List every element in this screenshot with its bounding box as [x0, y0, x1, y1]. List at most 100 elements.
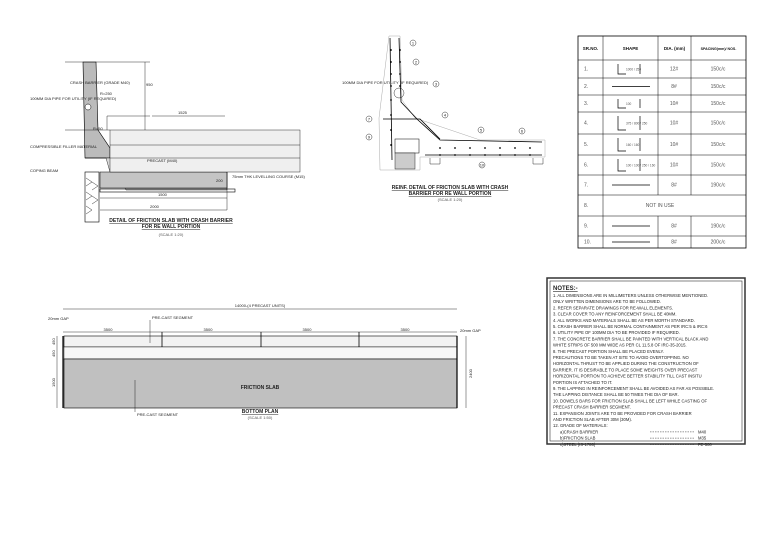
- dim-1500: 1500: [158, 192, 168, 197]
- bar-mark: 1: [412, 41, 415, 46]
- table-header: DIA. (mm): [664, 46, 686, 51]
- bottom-plan-scale: (SCALE 1:50): [248, 415, 273, 420]
- dia: 10#: [670, 101, 679, 107]
- note-line: 12. GRADE OF MATERIALS:: [553, 423, 608, 428]
- dim-left: 1500: [51, 377, 56, 387]
- utility-label: 100MM DIA PIPE FOR UTILITY (IF REQUIRED): [30, 96, 117, 101]
- bar-mark: 2: [415, 60, 418, 65]
- precast-label-bottom: PRE-CAST SEGMENT: [137, 412, 179, 417]
- bar-mark: 10: [480, 163, 485, 168]
- spacing: 200c/c: [711, 240, 726, 246]
- grade-value: M40: [698, 429, 707, 434]
- sr-no: 2.: [584, 84, 588, 90]
- grade-value: M35: [698, 436, 707, 441]
- utility-label: 100MM DIA PIPE FOR UTILITY (IF REQUIRED): [342, 80, 429, 85]
- bar-shape-icon: 100 / 100 / 250 / 160: [617, 159, 655, 172]
- dim-left: 450: [51, 338, 56, 345]
- bar-mark: 7: [368, 117, 371, 122]
- bottom-plan: 14000-(4 PRECAST UNITS) 3500 3500 3500 3…: [48, 303, 481, 420]
- note-line: PRECAUTIONS TO BE TAKEN AT SITE TO AVOID…: [553, 355, 689, 360]
- grade-item: b)FRICTION SLAB: [560, 436, 596, 441]
- notes-box: NOTES:- 1. ALL DIMENSIONS ARE IN MILLIME…: [546, 277, 746, 447]
- spacing: 150c/c: [711, 101, 726, 107]
- note-line: HORIZONTAL PORTION TO ACHIEVE BETTER STA…: [553, 374, 702, 379]
- note-line: HORIZONTAL THRUST TO BE APPLIED DURING T…: [553, 361, 699, 366]
- compressible-label: COMPRESSIBLE FILLER MATERIAL: [30, 144, 98, 149]
- bar-mark-callouts: 1 2 3 4 5 6 7 9 10: [365, 39, 526, 169]
- rebar-detail-scale: (SCALE 1:20): [438, 197, 463, 202]
- precast-label: PRECAST (M40): [147, 158, 178, 163]
- precast-slab: [99, 171, 228, 189]
- bar-shape-icon: 375 / 800 / 250: [617, 116, 647, 131]
- table-row: 10.8#200c/c: [584, 240, 726, 246]
- note-line: 6. UTILITY PIPE OF 100MM DIA TO BE PROVI…: [553, 330, 680, 335]
- spacing: 150c/c: [711, 142, 726, 148]
- levelling-label: 75mm THK LEVELLING COURSE (M15): [232, 174, 306, 179]
- bar-mark: 6: [521, 129, 524, 134]
- left-detail-title: DETAIL OF FRICTION SLAB WITH CRASH BARRI…: [109, 218, 233, 224]
- pavement-layers: [109, 129, 301, 173]
- friction-slab-detail: CRASH BARRIER (GRADE M40) 100MM DIA PIPE…: [30, 61, 306, 237]
- bar-shape-icon: 1000 / 250: [617, 64, 641, 75]
- rebar-detail-title: REINF. DETAIL OF FRICTION SLAB WITH CRAS…: [392, 185, 509, 191]
- sr-no: 10.: [584, 240, 591, 246]
- r250-label: R=250: [100, 91, 113, 96]
- note-line: 11. EXPANSION JOINTS ARE TO BE PROVIDED …: [553, 411, 692, 416]
- dim-200: 200: [216, 178, 223, 183]
- segment-dim: 3500: [104, 327, 114, 332]
- note-line: THE LAPPING DISTANCE SHALL BE 50 TIMES T…: [553, 392, 679, 397]
- note-line: 1. ALL DIMENSIONS ARE IN MILLIMETERS UNL…: [553, 293, 708, 298]
- dia: 8#: [671, 224, 677, 230]
- spacing: 150c/c: [711, 67, 726, 73]
- bar-mark: 9: [368, 135, 371, 140]
- dia: 8#: [671, 183, 677, 189]
- sr-no: 6.: [584, 163, 588, 169]
- note-line: 2. REFER SEPARATE DRAWINGS FOR RE-WALL E…: [553, 305, 673, 310]
- bar-mark: 5: [480, 128, 483, 133]
- bar-shape-icon: 100: [617, 99, 641, 109]
- spacing: 190c/c: [711, 183, 726, 189]
- re-wall-panel: [84, 171, 100, 223]
- sr-no: 7.: [584, 183, 588, 189]
- shape-dims: 1000 / 250: [626, 68, 641, 72]
- dia: 8#: [671, 84, 677, 90]
- table-header: SR.NO.: [583, 46, 599, 51]
- utility-pipe-icon: [393, 87, 405, 99]
- note-line: ONLY WRITTEN DIMENSIONS ARE TO BE FOLLOW…: [553, 299, 661, 304]
- spacing: 150c/c: [711, 121, 726, 127]
- table-row: 9.8#190c/c: [584, 224, 726, 230]
- bottom-plan-title: BOTTOM PLAN: [242, 409, 279, 415]
- shape-dims: 160 / 160: [626, 143, 640, 147]
- dim-1525: 1525: [178, 110, 188, 115]
- coping-label: COPING BEAM: [30, 168, 58, 173]
- grade-item: a)CRASH BARRIER: [560, 429, 598, 434]
- spacing: 150c/c: [711, 163, 726, 169]
- sr-no: 4.: [584, 121, 588, 127]
- crash-barrier-label: CRASH BARRIER (GRADE M40): [70, 80, 130, 85]
- not-in-use: NOT IN USE: [646, 203, 675, 209]
- table-row: 5. 160 / 160 10# 150c/c: [584, 138, 726, 152]
- spacing: 150c/c: [711, 84, 726, 90]
- bar-shape-icon: 160 / 160: [617, 138, 641, 152]
- note-line: 9. THE LAPPING IN REINFORCEMENT SHALL BE…: [553, 386, 714, 391]
- dia: 10#: [670, 142, 679, 148]
- dim-950: 950: [146, 82, 153, 87]
- levelling-course: [99, 188, 236, 193]
- table-header: SPACING(mm)/ NOS.: [701, 47, 737, 51]
- sr-no: 5.: [584, 142, 588, 148]
- slab-label: FRICTION SLAB: [241, 385, 280, 391]
- r50-label: R=50: [93, 126, 103, 131]
- dia: 10#: [670, 121, 679, 127]
- dim-2000: 2000: [150, 204, 160, 209]
- note-line: 7. THE CONCRETE BARRIER SHALL BE PAINTED…: [553, 336, 708, 341]
- sr-no: 8.: [584, 203, 588, 209]
- shape-dims: 100: [626, 102, 632, 106]
- table-row: 4. 375 / 800 / 250 10# 150c/c: [584, 116, 726, 131]
- dim-left: 450: [51, 350, 56, 357]
- overall-dim: 14000-(4 PRECAST UNITS): [235, 303, 286, 308]
- note-line: WHITE STRIPS OF 500 MM WIDE AS PER CL 11…: [553, 343, 687, 348]
- note-line: AND FRICTION SLAB AFTER 30M (30M).: [553, 417, 632, 422]
